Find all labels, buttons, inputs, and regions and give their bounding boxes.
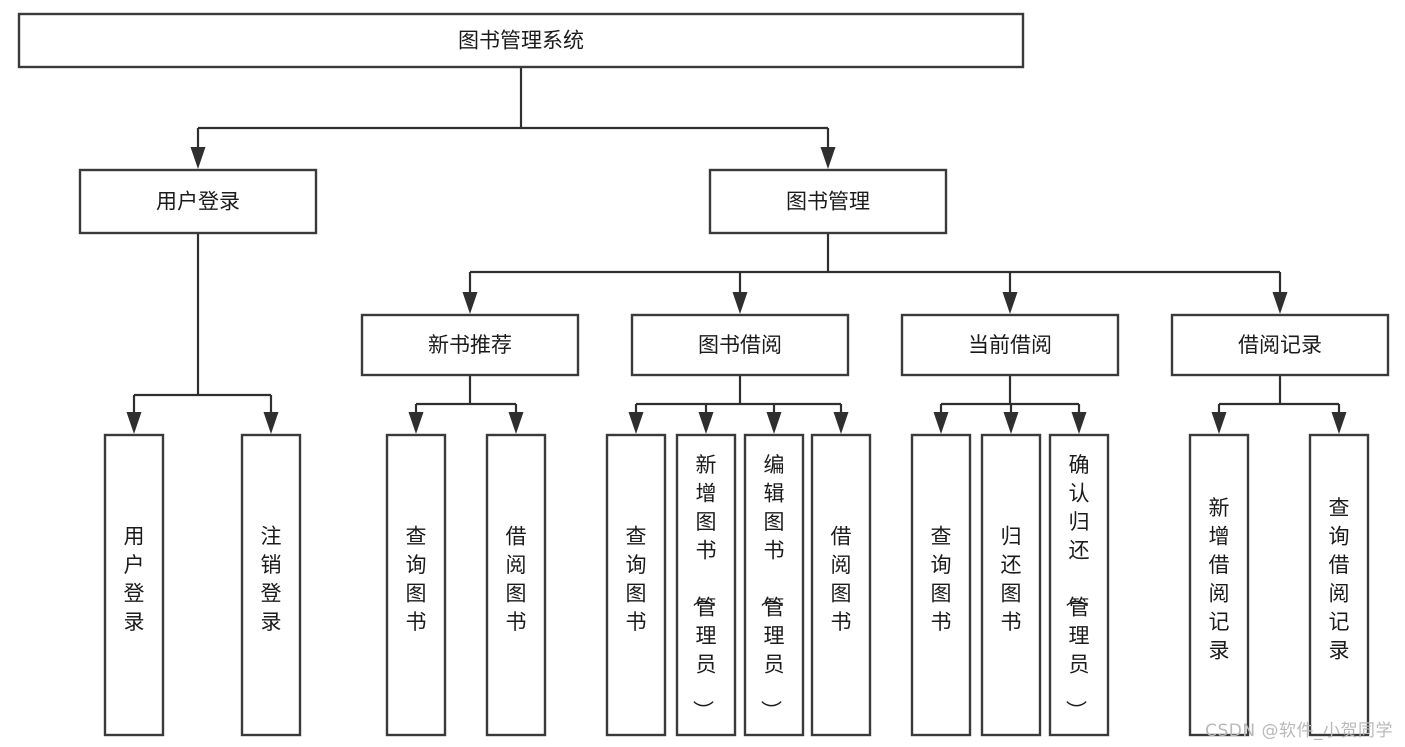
csdn-watermark: CSDN @软件_小贺同学 xyxy=(1205,721,1393,741)
node-label-leaf-return-book: 归还图书 xyxy=(1001,524,1022,634)
arrow-head-icon xyxy=(766,412,782,434)
node-label-leaf-add-book: 新增图书（管理员） xyxy=(691,453,717,721)
arrow-head-icon xyxy=(628,412,644,434)
node-box-leaf-add-record xyxy=(1188,433,1250,737)
arrow-head-icon xyxy=(933,412,949,434)
node-box-leaf-borrow-book-2 xyxy=(810,433,872,737)
node-box-new-book-rec xyxy=(360,313,580,377)
node-leaf-logout-login[interactable]: 注销登录 xyxy=(240,433,302,737)
connector-layer xyxy=(126,67,1347,434)
node-box-leaf-query-record xyxy=(1308,433,1370,737)
node-label-leaf-query-book-3: 查询图书 xyxy=(931,524,952,634)
node-leaf-user-login[interactable]: 用户登录 xyxy=(103,433,165,737)
node-label-leaf-borrow-book-1: 借阅图书 xyxy=(506,524,527,634)
node-box-leaf-query-book-1 xyxy=(385,433,447,737)
connector-group-new-book-rec xyxy=(408,375,524,434)
node-label-leaf-confirm-return: 确认归还（管理员） xyxy=(1064,453,1090,721)
arrow-head-icon xyxy=(190,147,206,169)
node-leaf-borrow-book-2[interactable]: 借阅图书 xyxy=(810,433,872,737)
node-label-leaf-add-record: 新增借阅记录 xyxy=(1209,496,1230,663)
node-box-leaf-logout-login xyxy=(240,433,302,737)
node-book-manage[interactable]: 图书管理 xyxy=(708,168,948,235)
arrow-head-icon xyxy=(732,292,748,314)
node-box-current-borrow xyxy=(900,313,1120,377)
arrow-head-icon xyxy=(1003,412,1019,434)
arrow-head-icon xyxy=(1002,292,1018,314)
node-label-leaf-query-record: 查询借阅记录 xyxy=(1329,496,1350,663)
node-label-book-borrow: 图书借阅 xyxy=(698,333,782,357)
arrow-head-icon xyxy=(1211,412,1227,434)
node-label-book-manage: 图书管理 xyxy=(786,190,870,214)
node-box-leaf-user-login xyxy=(103,433,165,737)
node-leaf-query-book-2[interactable]: 查询图书 xyxy=(605,433,667,737)
arrow-head-icon xyxy=(508,412,524,434)
arrow-head-icon xyxy=(462,292,478,314)
node-current-borrow[interactable]: 当前借阅 xyxy=(900,313,1120,377)
connector-group-book-manage xyxy=(462,233,1288,314)
arrow-head-icon xyxy=(698,412,714,434)
node-box-leaf-add-book xyxy=(675,433,737,737)
node-layer: 图书管理系统用户登录图书管理新书推荐图书借阅当前借阅借阅记录用户登录注销登录查询… xyxy=(17,12,1390,737)
node-book-borrow[interactable]: 图书借阅 xyxy=(630,313,850,377)
connector-group-current-borrow xyxy=(933,375,1087,434)
node-label-new-book-rec: 新书推荐 xyxy=(428,333,512,357)
node-leaf-query-book-3[interactable]: 查询图书 xyxy=(910,433,972,737)
node-label-leaf-query-book-2: 查询图书 xyxy=(626,524,647,634)
node-leaf-add-record[interactable]: 新增借阅记录 xyxy=(1188,433,1250,737)
node-leaf-query-book-1[interactable]: 查询图书 xyxy=(385,433,447,737)
node-leaf-confirm-return[interactable]: 确认归还（管理员） xyxy=(1048,433,1110,737)
arrow-head-icon xyxy=(833,412,849,434)
arrow-head-icon xyxy=(820,147,836,169)
node-box-book-manage xyxy=(708,168,948,235)
node-label-leaf-borrow-book-2: 借阅图书 xyxy=(831,524,852,634)
node-label-user-login: 用户登录 xyxy=(156,190,240,214)
node-label-current-borrow: 当前借阅 xyxy=(968,333,1052,357)
node-box-user-login xyxy=(78,168,318,235)
node-label-leaf-user-login: 用户登录 xyxy=(124,524,145,634)
connector-group-borrow-record xyxy=(1211,375,1347,434)
node-box-leaf-return-book xyxy=(980,433,1042,737)
connector-group-book-borrow xyxy=(628,375,849,434)
arrow-head-icon xyxy=(408,412,424,434)
node-box-leaf-edit-book xyxy=(743,433,805,737)
node-box-leaf-borrow-book-1 xyxy=(485,433,547,737)
node-root[interactable]: 图书管理系统 xyxy=(17,12,1025,69)
node-label-leaf-query-book-1: 查询图书 xyxy=(406,524,427,634)
node-leaf-query-record[interactable]: 查询借阅记录 xyxy=(1308,433,1370,737)
arrow-head-icon xyxy=(263,412,279,434)
connector-group-user-login xyxy=(126,233,279,434)
arrow-head-icon xyxy=(1331,412,1347,434)
node-label-root: 图书管理系统 xyxy=(458,29,584,53)
node-new-book-rec[interactable]: 新书推荐 xyxy=(360,313,580,377)
node-label-leaf-edit-book: 编辑图书（管理员） xyxy=(759,453,785,721)
node-box-root xyxy=(17,12,1025,69)
node-leaf-borrow-book-1[interactable]: 借阅图书 xyxy=(485,433,547,737)
node-box-leaf-query-book-3 xyxy=(910,433,972,737)
node-label-borrow-record: 借阅记录 xyxy=(1238,333,1322,357)
node-box-borrow-record xyxy=(1170,313,1390,377)
node-label-leaf-logout-login: 注销登录 xyxy=(261,524,282,634)
node-leaf-return-book[interactable]: 归还图书 xyxy=(980,433,1042,737)
connector-group-root xyxy=(190,67,836,169)
node-box-leaf-confirm-return xyxy=(1048,433,1110,737)
arrow-head-icon xyxy=(1071,412,1087,434)
arrow-head-icon xyxy=(1272,292,1288,314)
node-box-leaf-query-book-2 xyxy=(605,433,667,737)
node-borrow-record[interactable]: 借阅记录 xyxy=(1170,313,1390,377)
arrow-head-icon xyxy=(126,412,142,434)
node-user-login[interactable]: 用户登录 xyxy=(78,168,318,235)
node-leaf-add-book[interactable]: 新增图书（管理员） xyxy=(675,433,737,737)
node-leaf-edit-book[interactable]: 编辑图书（管理员） xyxy=(743,433,805,737)
node-box-book-borrow xyxy=(630,313,850,377)
